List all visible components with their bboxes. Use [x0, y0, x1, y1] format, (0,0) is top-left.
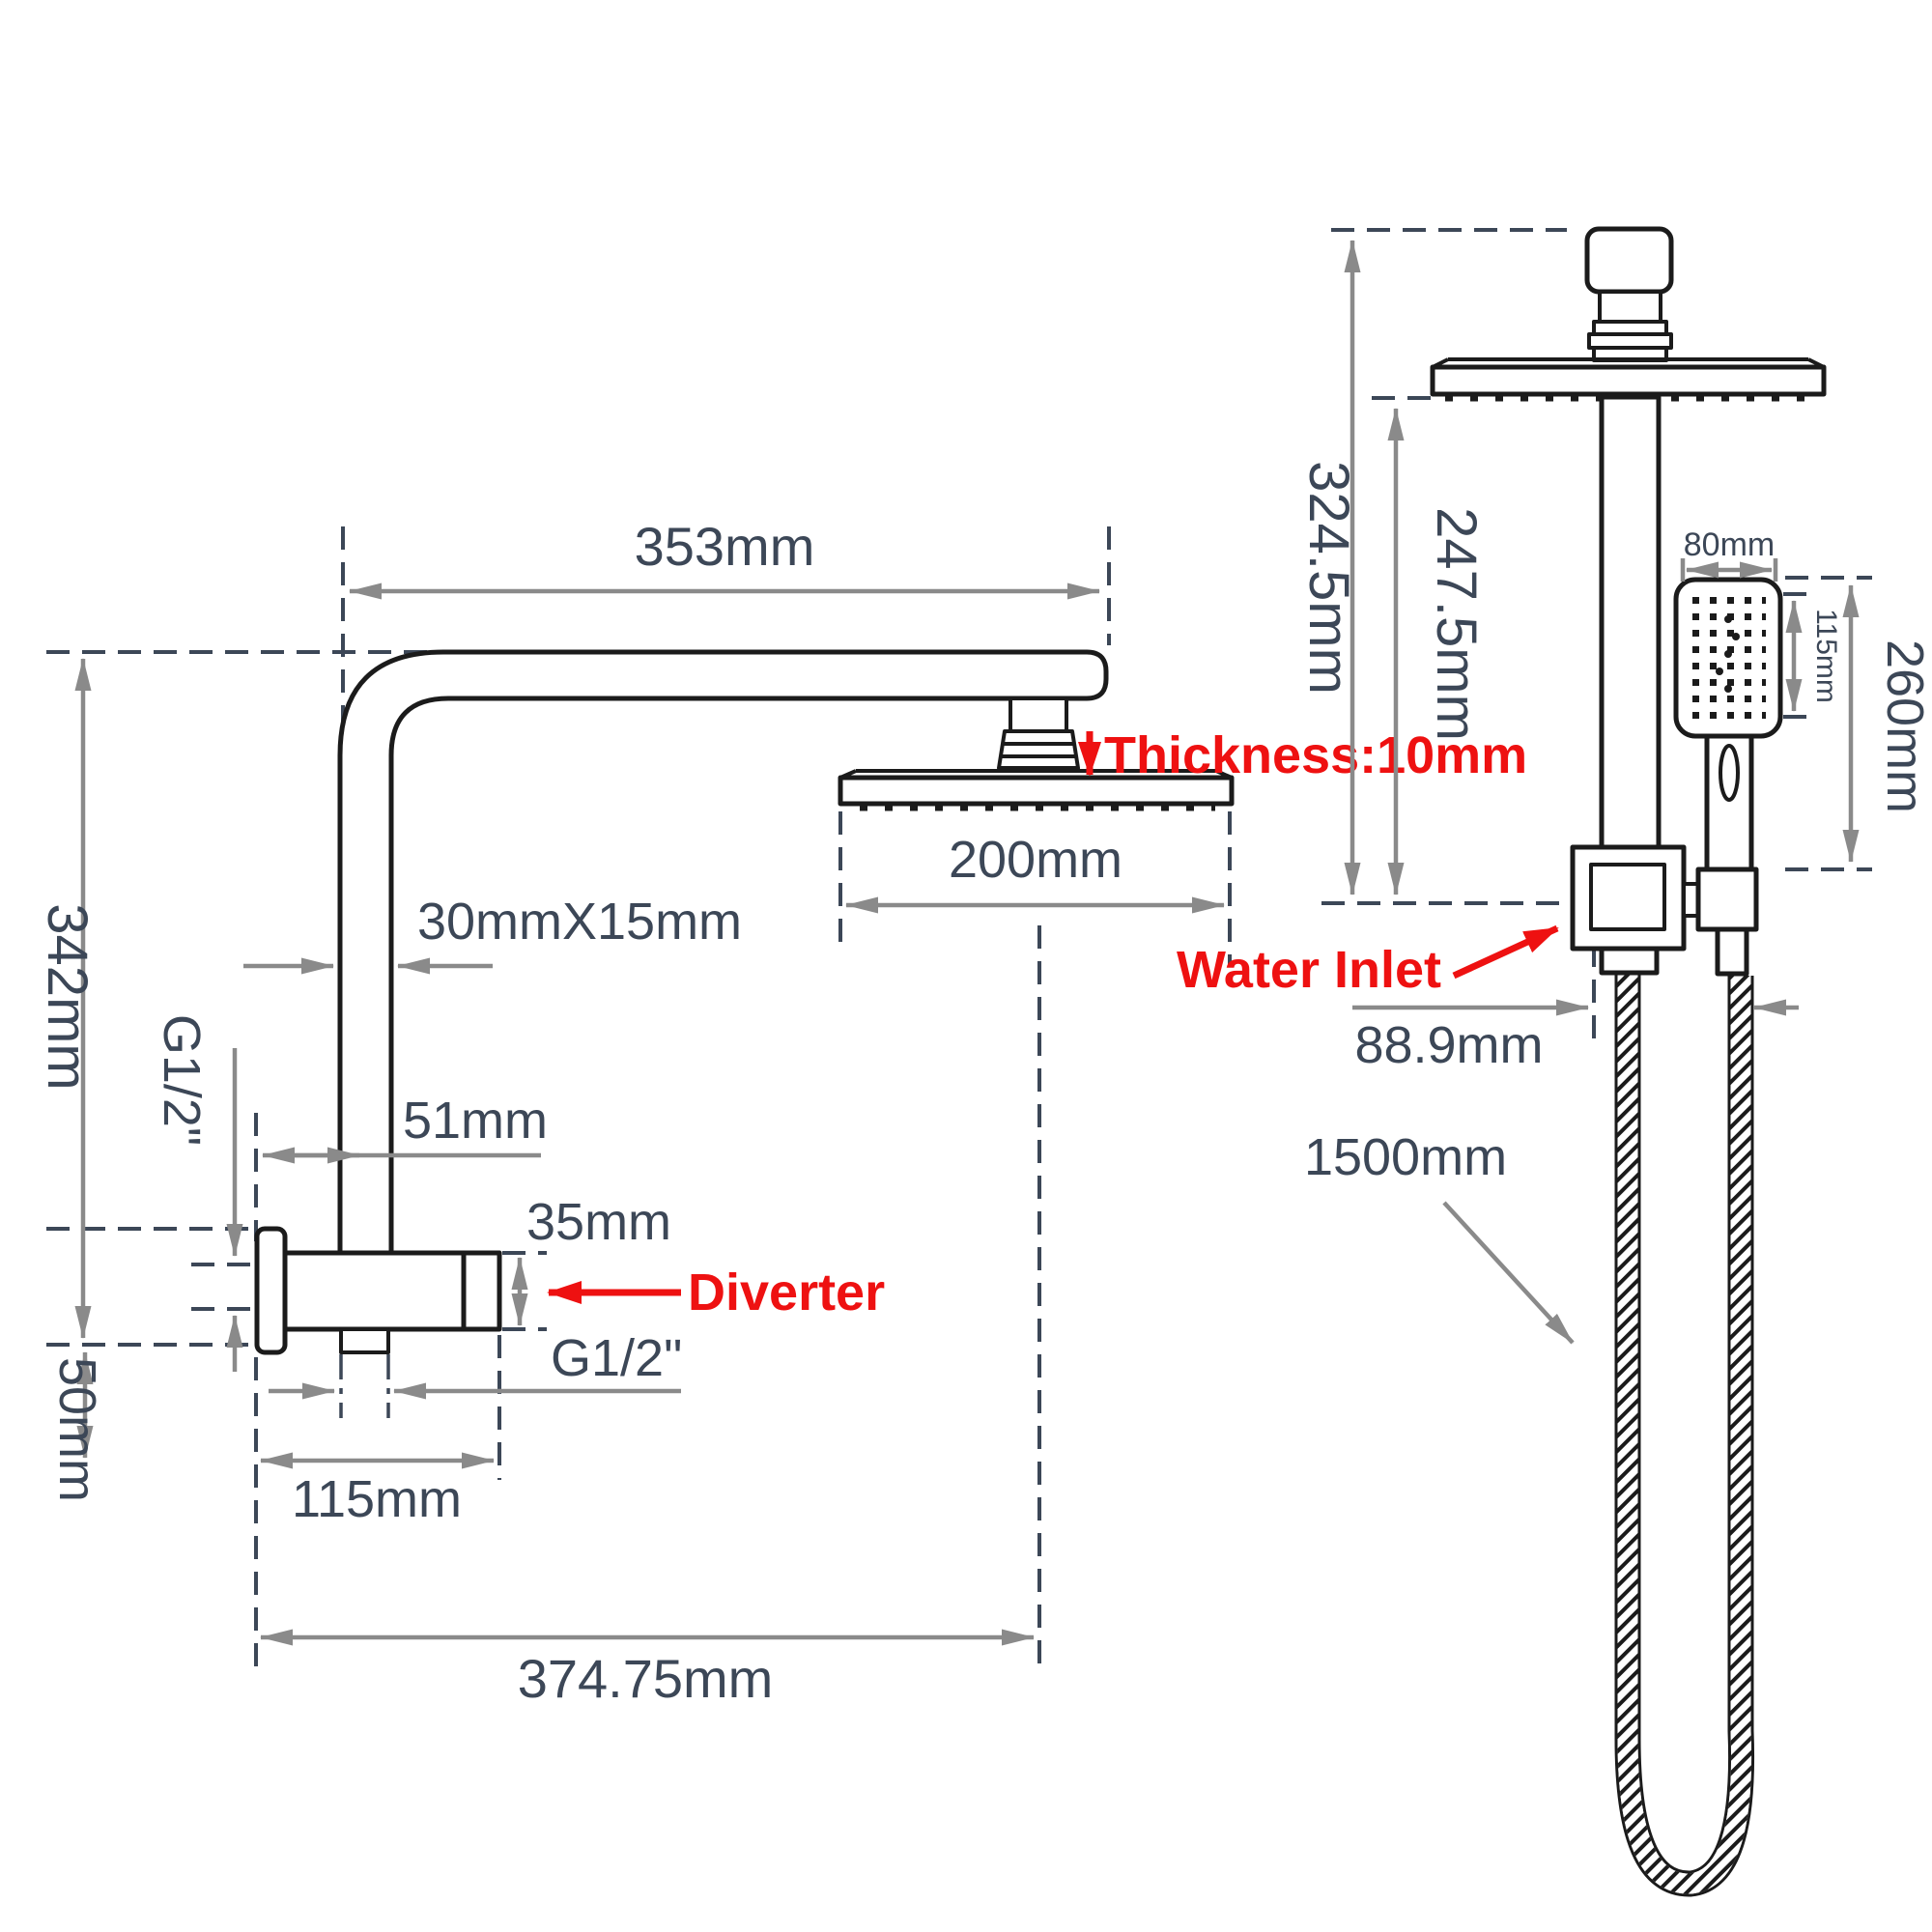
dim-inlet-offset: 88.9mm — [1354, 1016, 1543, 1074]
hose-nut — [1715, 926, 1749, 977]
dim-overall-height: 342mm — [36, 903, 99, 1090]
dim-hose-length: 1500mm — [1304, 1128, 1507, 1186]
drop-pipe — [1599, 394, 1662, 850]
dim-tube-profile: 30mmX15mm — [417, 893, 742, 951]
left-dimensions: 353mm 342mm 30mmX15mm G1/2" 51mm 35mm — [36, 516, 1225, 1709]
dim-overall-length: 374.75mm — [518, 1648, 774, 1709]
dim-handheld-face: 115mm — [1810, 609, 1842, 703]
rain-head-ceiling — [1430, 357, 1827, 402]
diverter-assembly — [254, 1226, 502, 1355]
dim-diverter-height: 35mm — [526, 1193, 671, 1251]
callout-thickness: Thickness:10mm — [1104, 726, 1527, 784]
handle-button — [1719, 744, 1740, 802]
wall-flange — [254, 1226, 288, 1355]
dim-handheld-width: 80mm — [1684, 526, 1775, 563]
dim-wall-offset: 51mm — [403, 1092, 548, 1150]
shower-arm-tube — [337, 649, 1109, 1256]
hand-shower-holder — [1695, 867, 1759, 932]
callout-diverter: Diverter — [688, 1264, 885, 1321]
dim-handheld-length: 260mm — [1876, 639, 1932, 813]
hand-shower-spray-face — [1690, 595, 1766, 722]
head-connector — [997, 696, 1080, 770]
diverter-end-cap — [461, 1250, 502, 1332]
right-view-shower-set: 324.5mm 247.5mm 80mm 115mm 260mm 88.9mm — [1177, 226, 1932, 1897]
right-callouts: Water Inlet — [1177, 924, 1559, 999]
callout-water-inlet: Water Inlet — [1177, 941, 1441, 999]
diverter-outlet-nub — [339, 1327, 390, 1354]
dim-arm-length: 353mm — [635, 516, 815, 577]
dim-outlet-thread: G1/2" — [551, 1329, 682, 1387]
right-dimensions: 324.5mm 247.5mm 80mm 115mm 260mm 88.9mm — [1297, 240, 1932, 1345]
dim-diverter-width: 115mm — [292, 1470, 462, 1528]
water-inlet-bracket — [1570, 844, 1700, 976]
hand-shower — [1673, 577, 1783, 977]
dim-bottom-offset: 50mm — [48, 1357, 106, 1502]
ceiling-mount — [1584, 226, 1674, 362]
dim-head-width: 200mm — [949, 831, 1122, 889]
rain-head-side — [838, 769, 1235, 811]
dim-wall-thread: G1/2" — [153, 1014, 211, 1146]
shower-hose — [1614, 973, 1755, 1897]
left-view-wall-arm: 353mm 342mm 30mmX15mm G1/2" 51mm 35mm — [36, 516, 1527, 1709]
dim-head-to-inlet: 247.5mm — [1425, 507, 1488, 741]
left-callouts: Thickness:10mm Diverter — [547, 726, 1527, 1321]
dim-ceiling-to-inlet: 324.5mm — [1297, 461, 1360, 695]
diverter-body — [282, 1250, 467, 1332]
